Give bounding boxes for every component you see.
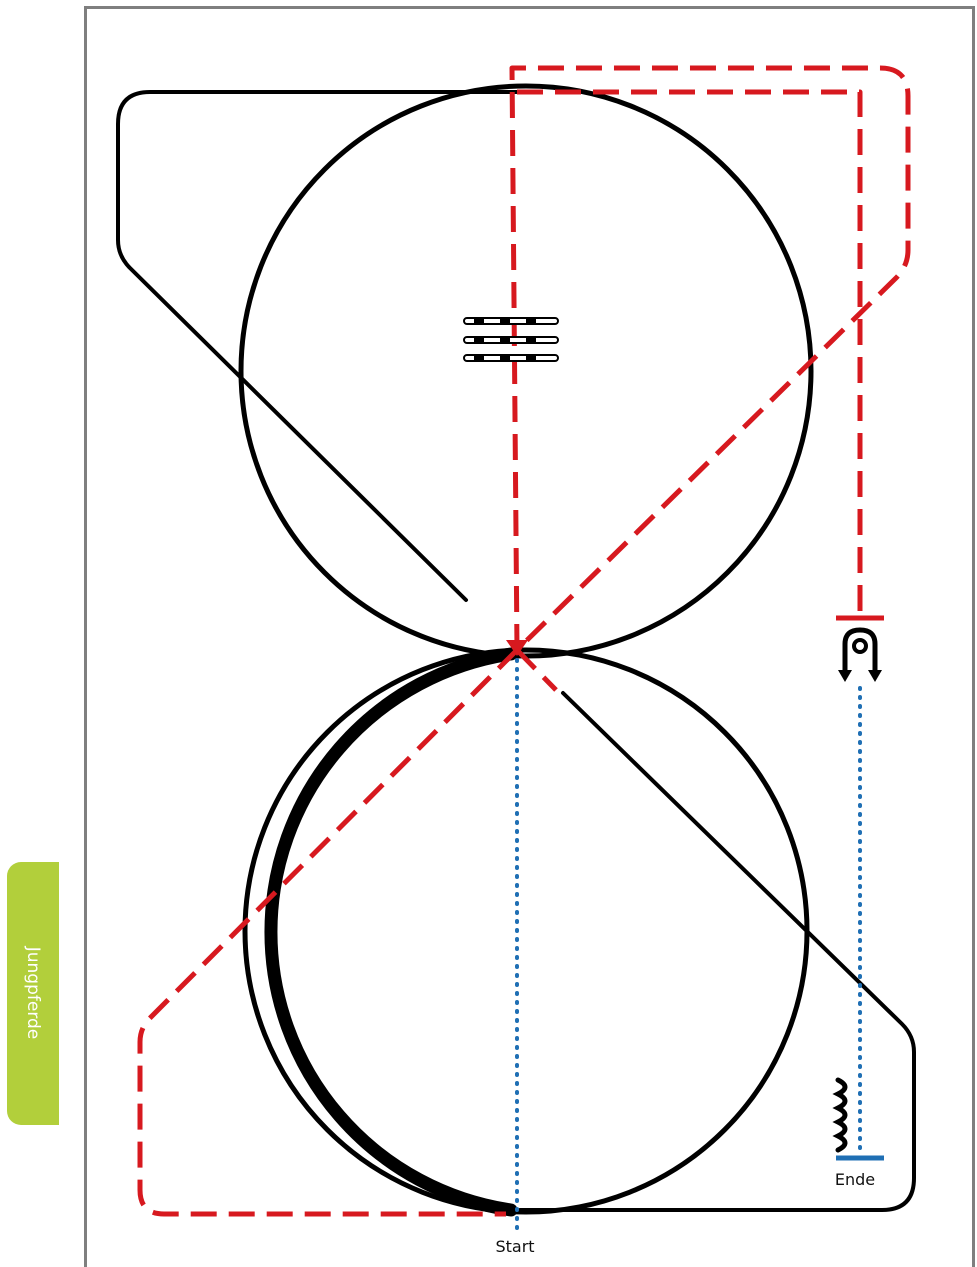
side-tab <box>7 862 59 1125</box>
route-top-loop <box>509 65 911 652</box>
start-label: Start <box>495 1237 534 1256</box>
arena-top-corner <box>116 90 522 602</box>
walk-line <box>515 658 862 1234</box>
serpentine-icon <box>832 1077 848 1153</box>
route-return-line <box>517 89 863 616</box>
lower-circle <box>242 647 810 1215</box>
arena-outline <box>116 83 916 1217</box>
lower-circle-thick-arc <box>264 647 518 1217</box>
route-arrow-head <box>506 640 528 656</box>
route-diagonal-right <box>515 648 558 692</box>
ground-poles-icon <box>463 317 559 362</box>
arena-bottom-corner <box>518 691 916 1212</box>
upper-circle <box>238 83 814 659</box>
route-diagonal-down <box>137 648 519 1217</box>
halt-turn-icon <box>836 615 884 682</box>
riding-route <box>137 65 911 1217</box>
end-label: Ende <box>835 1170 875 1189</box>
arena-frame <box>84 6 975 1267</box>
